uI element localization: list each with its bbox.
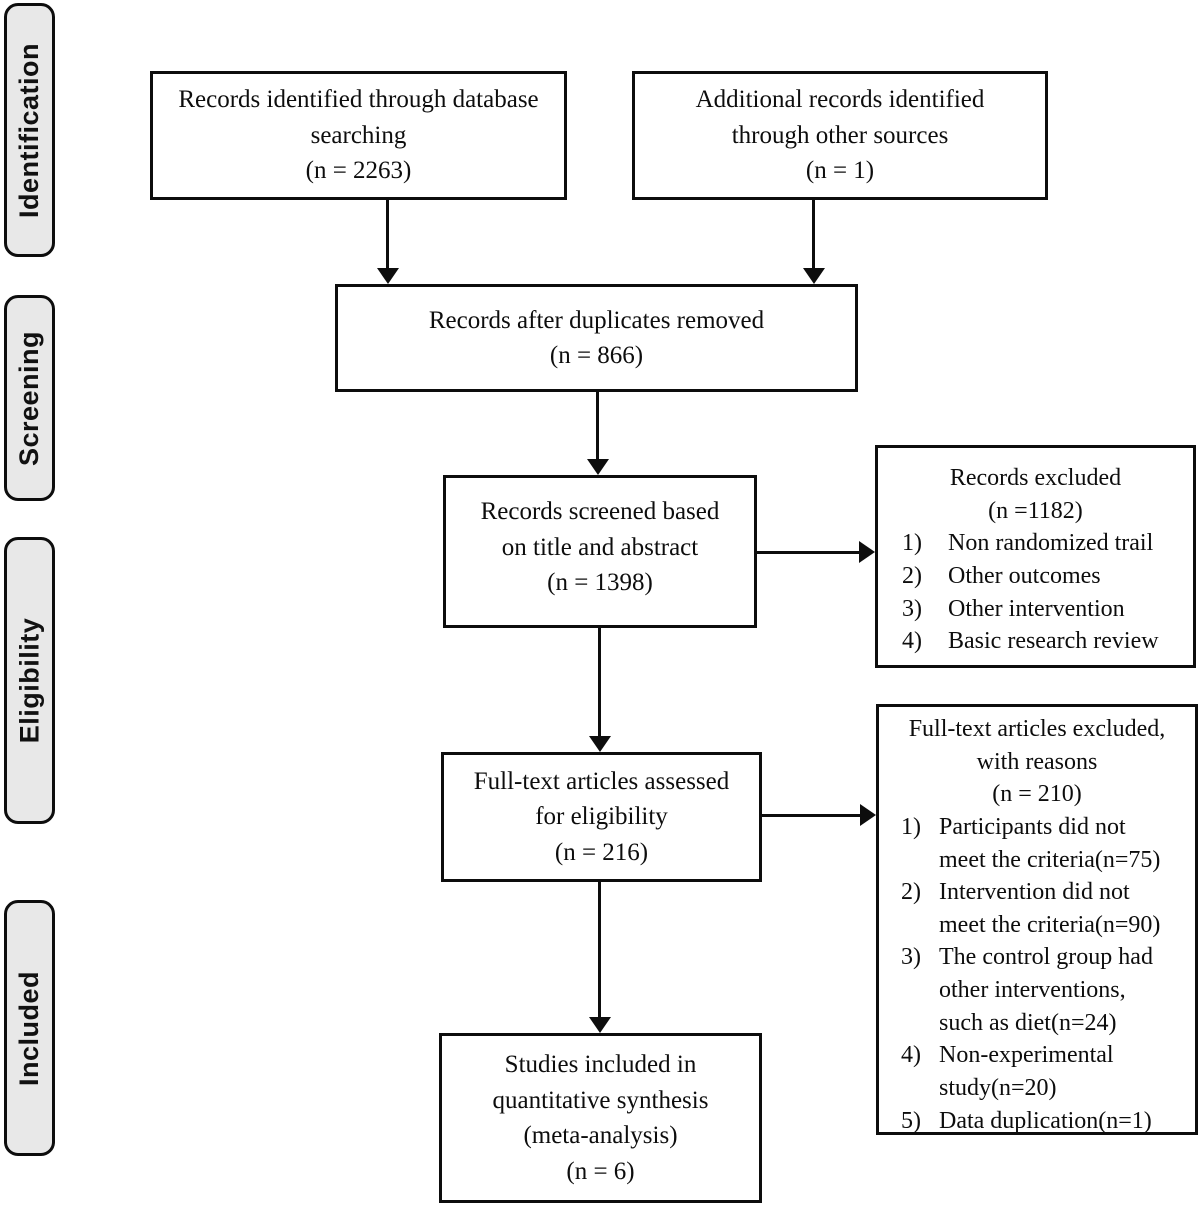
stage-identification: Identification bbox=[4, 3, 55, 257]
reason-item: Intervention did not meet the criteria(n… bbox=[901, 876, 1161, 938]
box-duplicates-removed-text: Records after duplicates removed (n = 86… bbox=[428, 306, 765, 370]
box-studies-included-text: Studies included in quantitative synthes… bbox=[492, 1051, 709, 1185]
box-records-excluded-header: Records excluded (n =1182) bbox=[949, 465, 1122, 524]
reason-item: Data duplication(n=1) bbox=[901, 1105, 1152, 1137]
arrow-screened-to-fulltext-line bbox=[598, 628, 601, 738]
arrow-fulltext-to-excluded-line bbox=[762, 814, 861, 817]
box-fulltext-excluded-header: Full-text articles excluded, with reason… bbox=[908, 716, 1166, 808]
arrow-additional-to-deduplicated-head-icon bbox=[803, 268, 825, 284]
box-records-excluded: Records excluded (n =1182) Non randomize… bbox=[875, 445, 1196, 668]
stage-included-label: Included bbox=[14, 970, 45, 1086]
arrow-identified-to-deduplicated-line bbox=[386, 200, 389, 270]
reason-item: Participants did not meet the criteria(n… bbox=[901, 811, 1161, 873]
box-studies-included: Studies included in quantitative synthes… bbox=[439, 1033, 762, 1203]
box-fulltext-assessed: Full-text articles assessed for eligibil… bbox=[441, 752, 762, 882]
arrow-deduplicated-to-screened-head-icon bbox=[587, 459, 609, 475]
arrow-additional-to-deduplicated-line bbox=[812, 200, 815, 270]
box-records-screened-text: Records screened based on title and abst… bbox=[480, 498, 720, 596]
reason-item: Other intervention bbox=[902, 593, 1125, 625]
reason-item: Other outcomes bbox=[902, 560, 1101, 592]
stage-screening: Screening bbox=[4, 295, 55, 501]
box-records-identified-text: Records identified through database sear… bbox=[178, 86, 539, 185]
stage-included: Included bbox=[4, 900, 55, 1156]
arrow-deduplicated-to-screened-line bbox=[596, 392, 599, 460]
box-duplicates-removed: Records after duplicates removed (n = 86… bbox=[335, 284, 858, 392]
arrow-fulltext-to-excluded-head-icon bbox=[860, 804, 876, 826]
arrow-fulltext-to-included-line bbox=[598, 882, 601, 1018]
fulltext-excluded-reason-list: Participants did not meet the criteria(n… bbox=[879, 811, 1195, 1137]
box-records-screened: Records screened based on title and abst… bbox=[443, 475, 757, 628]
arrow-identified-to-deduplicated-head-icon bbox=[377, 268, 399, 284]
stage-screening-label: Screening bbox=[14, 330, 45, 466]
box-fulltext-excluded: Full-text articles excluded, with reason… bbox=[876, 704, 1198, 1137]
arrow-screened-to-fulltext-head-icon bbox=[589, 736, 611, 752]
stage-identification-label: Identification bbox=[14, 42, 44, 218]
stage-eligibility-label: Eligibility bbox=[14, 617, 45, 744]
box-additional-records: Additional records identified through ot… bbox=[632, 71, 1048, 200]
arrow-screened-to-excluded-head-icon bbox=[859, 541, 875, 563]
arrow-screened-to-excluded-line bbox=[757, 551, 860, 554]
box-additional-records-text: Additional records identified through ot… bbox=[695, 86, 985, 185]
reason-item: Basic research review bbox=[902, 625, 1159, 657]
arrow-fulltext-to-included-head-icon bbox=[589, 1017, 611, 1033]
reason-item: Non-experimental study(n=20) bbox=[901, 1039, 1114, 1101]
box-records-identified: Records identified through database sear… bbox=[150, 71, 567, 200]
stage-eligibility: Eligibility bbox=[4, 537, 55, 824]
reason-item: Non randomized trail bbox=[902, 527, 1154, 559]
reason-item: The control group had other intervention… bbox=[901, 941, 1153, 1036]
box-fulltext-assessed-text: Full-text articles assessed for eligibil… bbox=[473, 767, 730, 866]
